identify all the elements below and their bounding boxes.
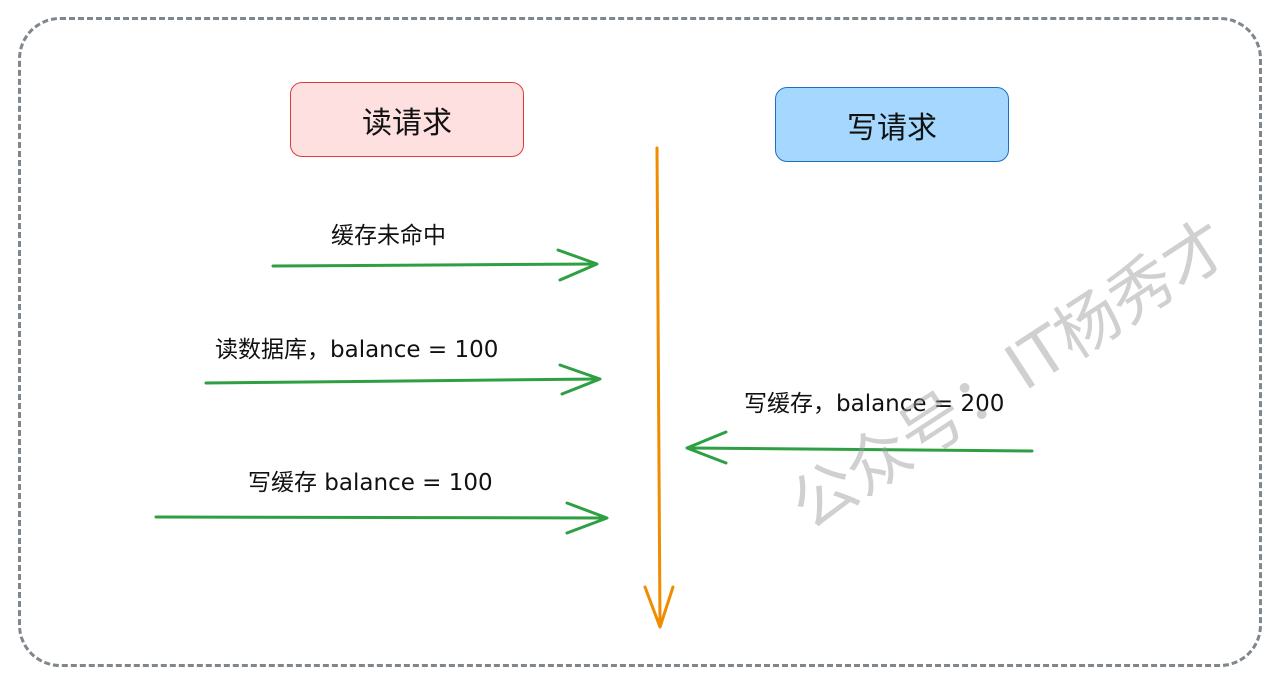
read-db-arrow bbox=[204, 363, 602, 396]
dashed-frame bbox=[18, 17, 1262, 667]
timeline-arrow bbox=[643, 146, 675, 629]
read-request-box: 读请求 bbox=[290, 82, 524, 157]
write-cache-read-arrow bbox=[154, 501, 609, 535]
cache-miss-arrow bbox=[271, 248, 599, 282]
write-cache-write-arrow bbox=[685, 430, 1034, 465]
write-cache-read-label: 写缓存 balance = 100 bbox=[248, 470, 493, 496]
cache-miss-label: 缓存未命中 bbox=[331, 223, 446, 249]
write-request-box: 写请求 bbox=[775, 87, 1009, 162]
write-cache-write-label: 写缓存，balance = 200 bbox=[744, 391, 1005, 417]
read-db-label: 读数据库，balance = 100 bbox=[215, 337, 499, 363]
